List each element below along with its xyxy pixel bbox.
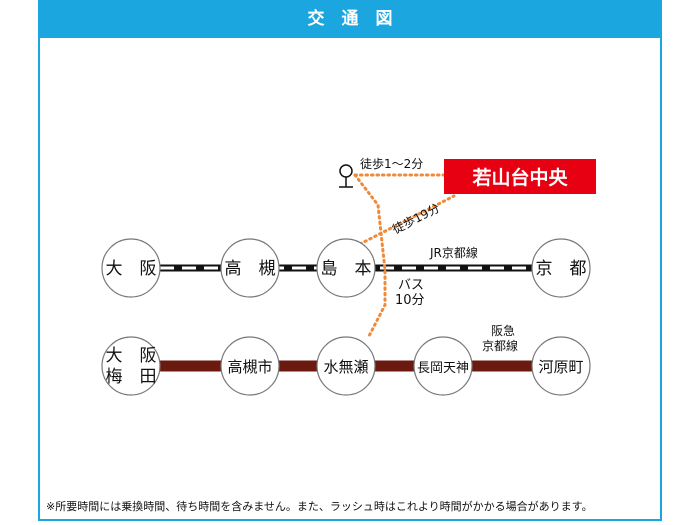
station-osaka: 大 阪 — [101, 238, 161, 298]
bus-label-2: 10分 — [395, 293, 425, 308]
station-takatsuki: 高 槻 — [220, 238, 280, 298]
hankyu-line-label-1: 阪急 — [491, 323, 515, 338]
station-label: 河原町 — [538, 358, 583, 376]
station-label: 長岡天神 — [417, 361, 469, 376]
station-label: 高 槻 — [225, 259, 276, 279]
destination-box: 若山台中央 — [444, 159, 596, 194]
station-kyoto: 京 都 — [531, 238, 591, 298]
station-shimamoto: 島 本 — [316, 238, 376, 298]
bus-stop-icon — [339, 164, 353, 188]
hankyu-line-label-2: 京都線 — [482, 338, 518, 353]
station-label: 大 阪 — [106, 259, 157, 279]
station-label-line1: 大 阪 — [106, 346, 157, 366]
destination-label: 若山台中央 — [472, 166, 568, 189]
station-label: 島 本 — [321, 259, 372, 279]
station-takatsuki-shi: 高槻市 — [220, 336, 280, 396]
jr-line-label: JR京都線 — [429, 245, 478, 260]
station-label-line2: 梅 田 — [106, 367, 157, 387]
walk-long-label: 徒歩19分 — [390, 200, 443, 237]
station-label: 高槻市 — [227, 358, 272, 376]
bus-path — [353, 173, 387, 340]
station-kawaramachi: 河原町 — [531, 336, 591, 396]
walk-short-label: 徒歩1〜2分 — [360, 156, 423, 171]
footnote: ※所要時間には乗換時間、待ち時間を含みません。また、ラッシュ時はこれより時間がか… — [46, 500, 593, 513]
page-title: 交 通 図 — [38, 0, 662, 38]
bus-label-1: バス — [398, 278, 424, 293]
station-nagaoka-tenjin: 長岡天神 — [413, 336, 473, 396]
station-osaka-umeda: 大 阪 梅 田 — [101, 336, 161, 396]
walk-path — [353, 173, 456, 340]
station-label: 水無瀬 — [323, 358, 368, 376]
walk-path-long — [358, 194, 456, 246]
station-label: 京 都 — [536, 259, 587, 279]
station-minase: 水無瀬 — [316, 336, 376, 396]
